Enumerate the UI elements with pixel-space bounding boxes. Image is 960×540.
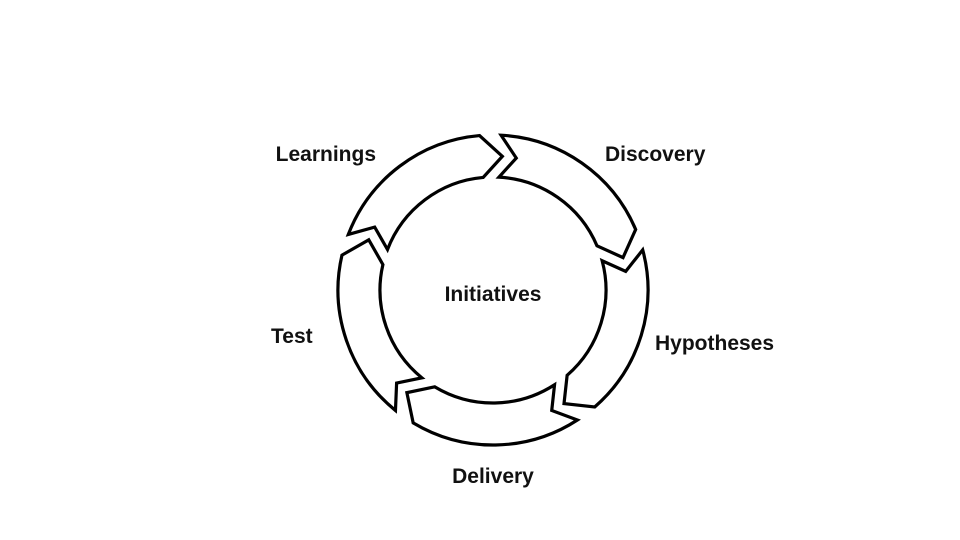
- cycle-arrow-test: [336, 237, 426, 414]
- stage-label-hypotheses: Hypotheses: [655, 332, 774, 355]
- stage-label-learnings: Learnings: [276, 143, 376, 166]
- cycle-arrow-delivery: [404, 381, 581, 447]
- cycle-arrow-hypotheses: [562, 246, 650, 409]
- stage-label-delivery: Delivery: [452, 465, 534, 488]
- cycle-arrow-discovery: [495, 133, 638, 260]
- stage-label-test: Test: [271, 325, 313, 348]
- center-label: Initiatives: [445, 283, 542, 306]
- cycle-arrow-learnings: [345, 133, 505, 254]
- stage-label-discovery: Discovery: [605, 143, 706, 166]
- cycle-ring: [336, 133, 650, 447]
